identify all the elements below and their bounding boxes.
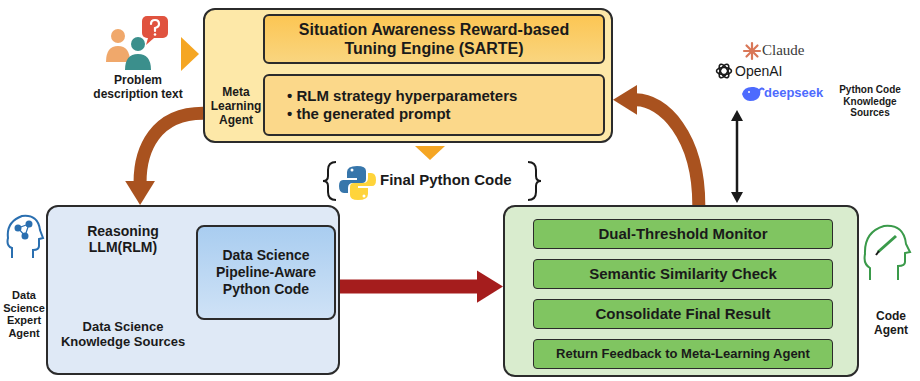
node-label: Situation Awareness Reward-based Tuning … — [273, 20, 595, 58]
expert-icon — [8, 216, 44, 258]
brace — [323, 162, 336, 200]
node-label: Code Agent — [862, 310, 920, 338]
text-label: Python Code Knowledge Sources — [826, 84, 914, 119]
bullet-box: • RLM strategy hyperparameters• the gene… — [263, 74, 605, 136]
node-label: Meta Learning Agent — [207, 86, 265, 127]
engine-box: Situation Awareness Reward-based Tuning … — [263, 14, 605, 64]
node-label: Semantic Similarity Check — [589, 265, 777, 283]
node-label: • the generated prompt — [287, 105, 451, 123]
text-label: Problem description text — [86, 74, 190, 102]
arrow-head — [477, 270, 503, 302]
connector-arrow — [340, 270, 503, 302]
connector-line — [140, 113, 203, 182]
step-box: Dual-Threshold Monitor — [533, 219, 833, 249]
step-box: Return Feedback to Meta-Learning Agent — [533, 339, 833, 369]
step-box: Semantic Similarity Check — [533, 259, 833, 289]
double-arrow — [736, 120, 739, 194]
arrow-head — [731, 110, 743, 121]
agent-panel: Data Science Expert AgentReasoning LLM(R… — [46, 205, 340, 375]
node-label: Dual-Threshold Monitor — [598, 225, 767, 243]
claude-logo — [744, 43, 760, 59]
connector-arrow — [613, 85, 699, 205]
orange-pointer — [415, 146, 445, 160]
node-label: Return Feedback to Meta-Learning Agent — [556, 346, 810, 362]
arrow-head — [125, 181, 155, 205]
problem-icon — [106, 16, 168, 70]
node-label: Data Science Knowledge Sources — [50, 320, 196, 350]
node-label: Data Science Pipeline-Aware Python Code — [206, 247, 326, 297]
connector-line — [340, 280, 478, 294]
arrow-head — [613, 85, 637, 115]
text-label: deepseek — [764, 86, 826, 101]
orange-pointer — [181, 37, 199, 71]
agent-panel: Code AgentDual-Threshold MonitorSemantic… — [503, 205, 859, 377]
arrow-head — [731, 192, 743, 203]
text-label: Final Python Code — [380, 171, 526, 188]
text-label: OpenAI — [735, 63, 795, 79]
deepseek-logo — [742, 87, 764, 101]
openai-logo — [717, 63, 732, 79]
agent-panel: Meta Learning AgentSituation Awareness R… — [203, 8, 613, 143]
code-agent-icon — [865, 226, 910, 280]
step-box: Consolidate Final Result — [533, 299, 833, 329]
text-label: Claude — [762, 42, 822, 59]
brace — [528, 162, 541, 200]
python-logo — [339, 166, 376, 200]
node-label: Consolidate Final Result — [595, 305, 770, 323]
connector-arrow — [125, 113, 203, 205]
node-label: Data Science Expert Agent — [2, 289, 46, 340]
node-label: • RLM strategy hyperparameters — [287, 87, 517, 105]
node-label: Reasoning LLM(RLM) — [54, 223, 192, 255]
connector-line — [636, 100, 699, 205]
code-box: Data Science Pipeline-Aware Python Code — [196, 225, 336, 320]
